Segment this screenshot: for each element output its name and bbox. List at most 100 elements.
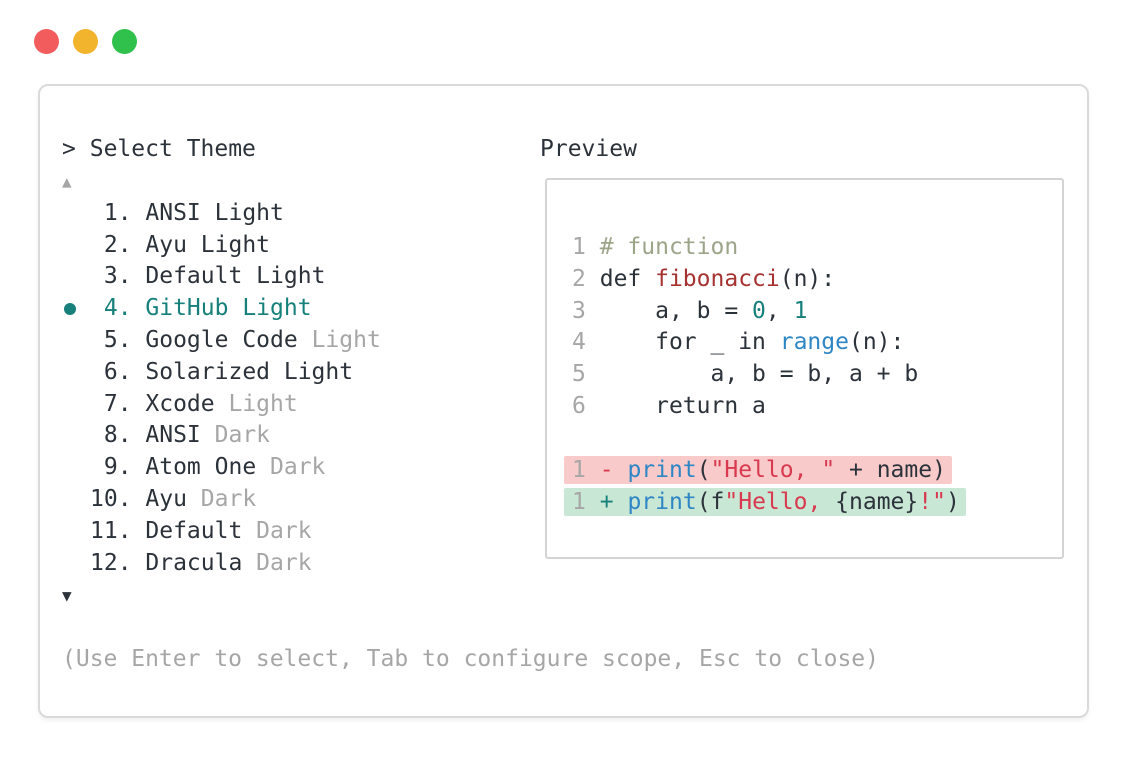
selected-bullet-icon	[64, 303, 76, 316]
theme-number: 10	[90, 486, 118, 513]
code-token: range	[779, 329, 849, 356]
code-line: 6 return a	[572, 391, 966, 423]
theme-variant: Dark	[256, 454, 326, 481]
code-token: (n):	[848, 329, 905, 356]
scroll-down-indicator[interactable]: ▼	[62, 585, 72, 605]
line-number: 4	[572, 329, 586, 356]
code-token: )	[945, 489, 960, 516]
theme-name: GitHub	[145, 295, 229, 322]
line-number: 1	[572, 234, 586, 260]
line-number: 1	[572, 457, 586, 484]
code-token: 1	[793, 297, 808, 324]
code-token: ,	[765, 297, 794, 324]
theme-name: Solarized	[145, 358, 271, 385]
code-token: (f	[696, 489, 725, 516]
theme-option-10[interactable]: 10. Ayu Dark	[62, 484, 381, 516]
theme-option-6[interactable]: 6. Solarized Light	[62, 357, 381, 389]
theme-variant: Dark	[242, 549, 312, 576]
theme-variant: Light	[297, 327, 381, 353]
theme-option-1[interactable]: 1. ANSI Light	[62, 198, 381, 230]
code-token: fibonacci	[655, 265, 780, 292]
line-number: 6	[572, 393, 586, 420]
diff-plus-sign: +	[599, 489, 614, 516]
theme-number: 12	[90, 549, 118, 576]
diff-line-added: 1 + print(f"Hello, {name}!")	[564, 487, 966, 519]
theme-option-3[interactable]: 3. Default Light	[62, 261, 381, 293]
theme-number-separator: .	[117, 549, 146, 576]
theme-variant: Light	[270, 358, 354, 385]
code-token: # function	[599, 234, 739, 260]
theme-name: ANSI	[145, 422, 201, 449]
theme-option-12[interactable]: 12. Dracula Dark	[62, 548, 381, 580]
theme-name: Default	[145, 517, 243, 544]
theme-number-separator: .	[117, 454, 146, 481]
theme-number: 11	[90, 517, 118, 544]
code-token: return a	[599, 393, 766, 420]
theme-variant: Light	[214, 390, 298, 417]
code-line: 3 a, b = 0, 1	[572, 296, 966, 328]
theme-number-separator: .	[117, 422, 146, 449]
theme-option-7[interactable]: 7. Xcode Light	[62, 389, 381, 421]
theme-number-separator: .	[117, 327, 146, 353]
theme-name: Ayu	[145, 231, 187, 258]
prompt-chevron: >	[62, 136, 76, 162]
code-token: "Hello, "	[710, 457, 836, 484]
theme-number: 7	[103, 390, 118, 417]
theme-number: 5	[103, 327, 118, 353]
theme-number: 2	[103, 231, 118, 258]
code-token: !"	[918, 489, 946, 516]
theme-number-separator: .	[117, 199, 146, 226]
preview-label: Preview	[540, 136, 637, 162]
theme-number-separator: .	[117, 390, 146, 417]
panel-title: > Select Theme	[62, 134, 256, 166]
diff-highlight-added: 1 + print(f"Hello, {name}!")	[564, 488, 966, 517]
code-line-blank	[572, 423, 966, 455]
code-token: for _ in	[599, 329, 780, 356]
theme-option-11[interactable]: 11. Default Dark	[62, 516, 381, 548]
window-controls	[34, 29, 137, 54]
diff-line-removed: 1 - print("Hello, " + name)	[564, 455, 966, 487]
theme-option-8[interactable]: 8. ANSI Dark	[62, 420, 381, 452]
line-number: 1	[572, 489, 586, 516]
code-line: 4 for _ in range(n):	[572, 327, 966, 359]
theme-number-separator: .	[117, 358, 146, 385]
theme-name: Ayu	[145, 486, 187, 513]
theme-number-separator: .	[117, 295, 146, 322]
theme-number: 1	[103, 199, 118, 226]
theme-option-5[interactable]: 5. Google Code Light	[62, 325, 381, 357]
theme-option-9[interactable]: 9. Atom One Dark	[62, 452, 381, 484]
code-token: a, b =	[599, 297, 753, 324]
code-token: print	[627, 489, 697, 516]
scroll-up-indicator[interactable]: ▲	[62, 171, 72, 191]
code-token: {name}	[835, 489, 919, 516]
code-line: 1 # function	[572, 232, 966, 264]
theme-number: 4	[103, 295, 118, 322]
theme-option-4[interactable]: 4. GitHub Light	[62, 293, 381, 325]
theme-variant: Dark	[242, 517, 312, 544]
theme-number-separator: .	[117, 263, 146, 290]
code-token: + name)	[835, 457, 946, 484]
code-token: (n):	[779, 265, 836, 292]
theme-variant: Light	[186, 231, 271, 258]
theme-number-separator: .	[117, 486, 146, 513]
line-number: 3	[572, 297, 586, 324]
minimize-button[interactable]	[73, 29, 98, 54]
zoom-button[interactable]	[112, 29, 137, 54]
theme-name: Google Code	[145, 327, 298, 353]
theme-name: ANSI	[145, 199, 201, 226]
line-number: 5	[572, 361, 586, 388]
theme-number: 9	[103, 454, 118, 481]
theme-number: 3	[103, 263, 118, 290]
code-token: print	[627, 457, 697, 484]
code-token: (	[696, 457, 711, 484]
code-line: 5 a, b = b, a + b	[572, 359, 966, 391]
panel-title-text: Select Theme	[89, 136, 256, 162]
theme-option-2[interactable]: 2. Ayu Light	[62, 230, 381, 262]
theme-number-separator: .	[117, 517, 146, 544]
close-button[interactable]	[34, 29, 59, 54]
code-line: 2 def fibonacci(n):	[572, 264, 966, 296]
theme-name: Default	[145, 263, 243, 290]
